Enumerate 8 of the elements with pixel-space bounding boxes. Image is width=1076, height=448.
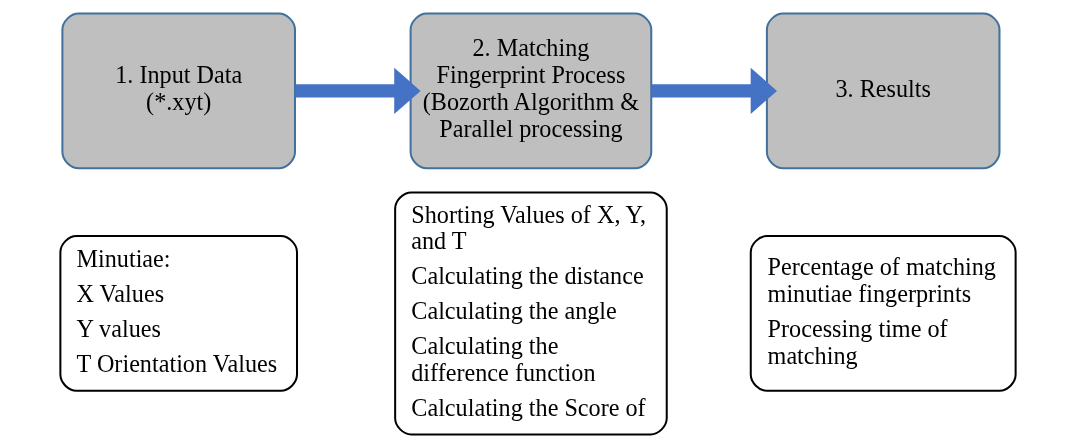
node-box: 3. Results <box>765 12 1001 170</box>
node-box: 2. Matching Fingerprint Process (Bozorth Algorithm & Parallel processing <box>409 12 653 170</box>
arrow <box>295 67 421 114</box>
arrow <box>651 67 777 114</box>
node-box: Shorting Values of X, Y, and T Calculating the distance Calculating the angle Calculating the difference function Calculating the Score of <box>394 191 668 436</box>
node-box: Percentage of matching minutiae fingerprints Processing time of matching <box>749 235 1017 392</box>
node-box: 1. Input Data (*.xyt) <box>61 12 296 170</box>
node-box: Minutiae: X Values Y values T Orientation Values <box>59 235 298 392</box>
